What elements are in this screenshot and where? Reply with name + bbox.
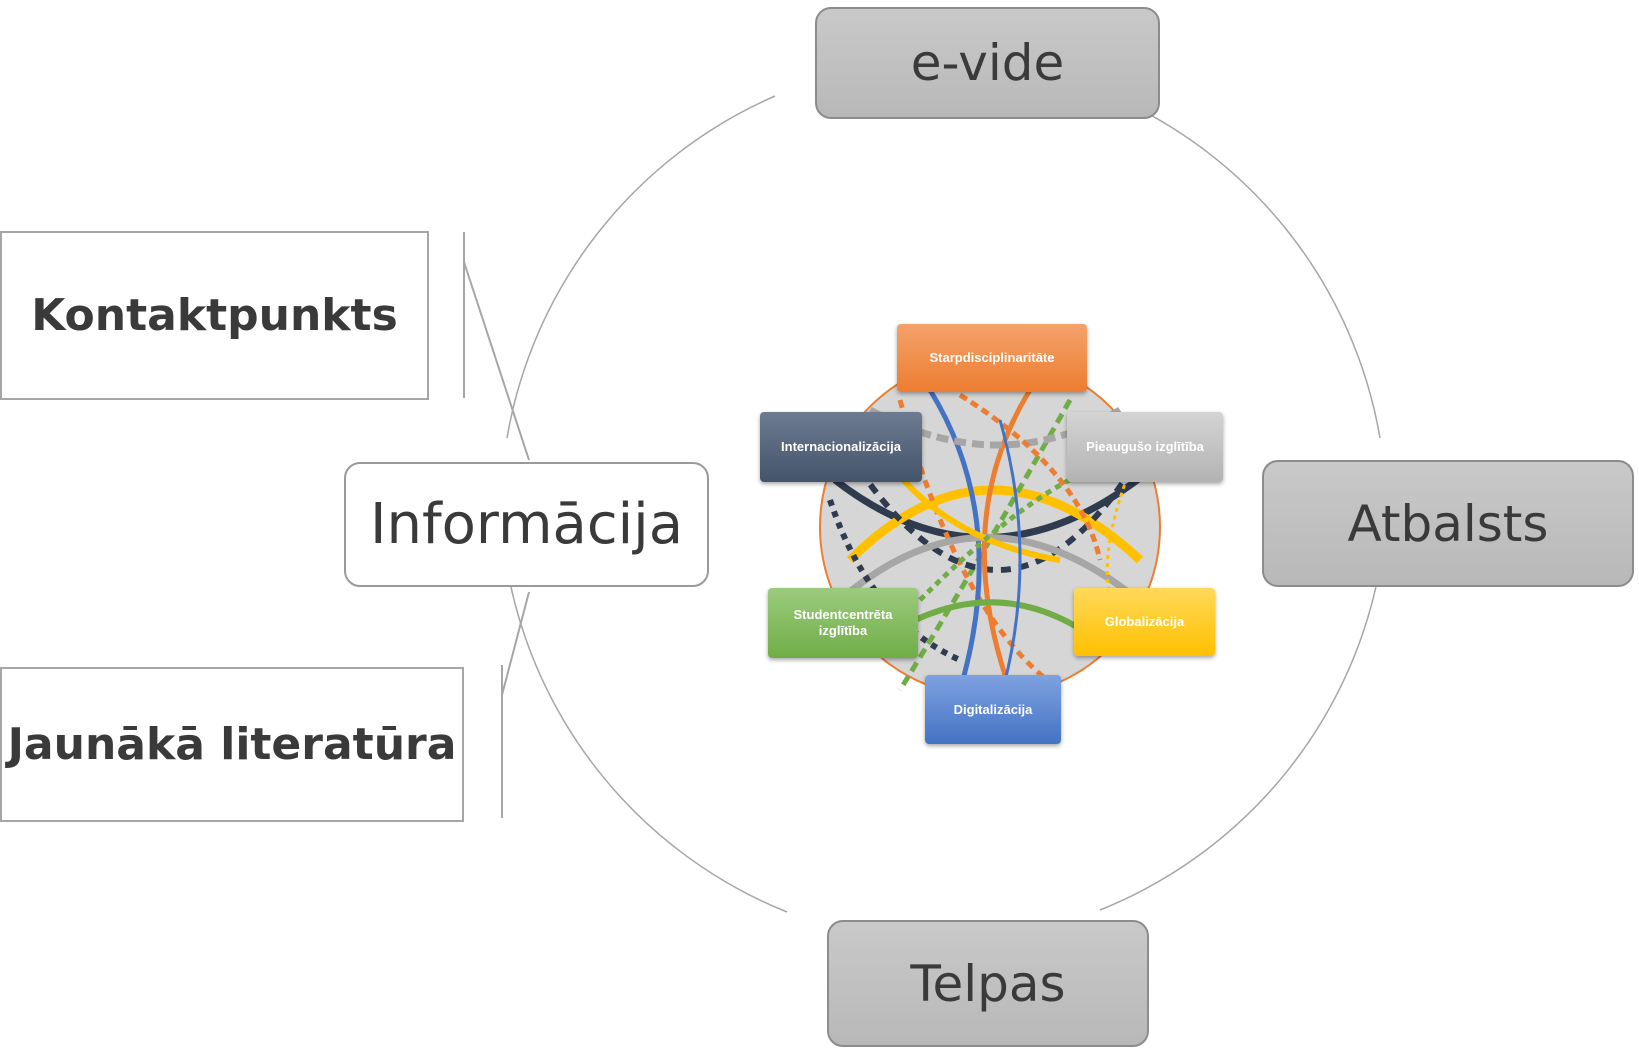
callout-line-lower-diag: [501, 591, 530, 696]
mini-globalizacija-label: Globalizācija: [1104, 614, 1185, 629]
node-informacija: Informācija: [344, 462, 709, 587]
mini-node-starpdisciplinaritate: Starpdisciplinaritāte: [897, 324, 1087, 392]
node-telpas-label: Telpas: [910, 954, 1066, 1013]
node-e-vide: e-vide: [815, 7, 1160, 119]
mini-node-internacionalizacija: Internacionalizācija: [760, 412, 922, 482]
mini-node-globalizacija: Globalizācija: [1074, 588, 1215, 656]
callout-kontaktpunkts-label: Kontaktpunkts: [31, 290, 398, 341]
mini-node-pieauguso-izglitiba: Pieaugušo izglītība: [1067, 412, 1223, 482]
outer-circle-arc-top-right: [1111, 95, 1381, 439]
outer-circle-arc-bottom-right: [1099, 566, 1381, 911]
node-atbalsts-label: Atbalsts: [1347, 494, 1549, 553]
outer-circle-arc-top-left: [506, 95, 776, 439]
mini-pieauguso-label: Pieaugušo izglītība: [1086, 439, 1204, 454]
mini-node-studentcentreta-izglitiba: Studentcentrēta izglītība: [768, 588, 918, 658]
callout-box-kontaktpunkts: Kontaktpunkts: [0, 231, 429, 400]
mini-studentcentreta-label: Studentcentrēta izglītība: [793, 607, 893, 638]
outer-circle-arc-bottom-left: [506, 566, 788, 913]
mini-internacionalizacija-label: Internacionalizācija: [781, 439, 901, 454]
callout-jaunaka-literatura-label: Jaunākā literatūra: [7, 719, 457, 770]
mini-starpdisciplinaritate-label: Starpdisciplinaritāte: [929, 350, 1055, 365]
node-e-vide-label: e-vide: [910, 34, 1065, 92]
node-atbalsts: Atbalsts: [1262, 460, 1634, 587]
mini-node-digitalizacija: Digitalizācija: [925, 675, 1061, 744]
node-telpas: Telpas: [827, 920, 1149, 1047]
mini-digitalizacija-label: Digitalizācija: [953, 701, 1033, 717]
callout-line-upper-diag: [463, 261, 530, 461]
node-informacija-label: Informācija: [369, 492, 684, 557]
callout-box-jaunaka-literatura: Jaunākā literatūra: [0, 667, 464, 822]
